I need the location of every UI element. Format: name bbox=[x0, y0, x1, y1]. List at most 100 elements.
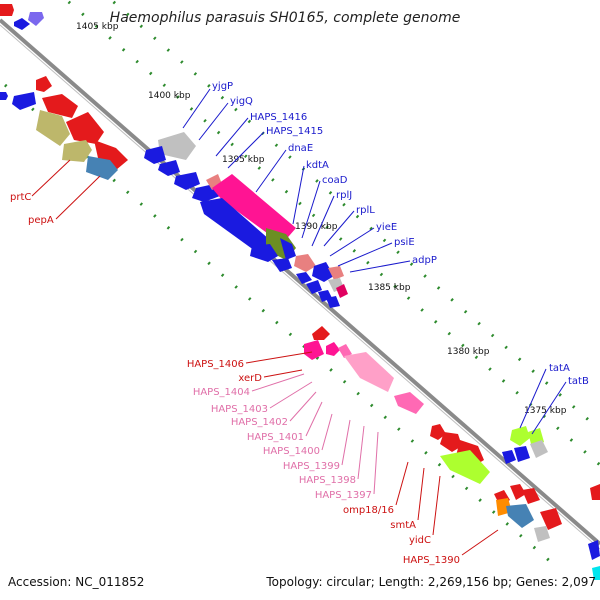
labels-far-right: tatA tatB bbox=[549, 363, 589, 387]
tick-label: 1400 kbp bbox=[148, 91, 191, 101]
gene-arrow bbox=[312, 326, 330, 340]
gene-box bbox=[304, 340, 324, 360]
gene-arrow bbox=[36, 76, 52, 92]
tick-label: 1385 kbp bbox=[368, 283, 411, 293]
gene-box bbox=[62, 140, 92, 162]
labels-lower-pink: HAPS_1404 HAPS_1403 HAPS_1402 HAPS_1401 … bbox=[193, 387, 372, 501]
gene-arrow bbox=[280, 238, 296, 260]
map-title: Haemophilus parasuis SH0165, complete ge… bbox=[110, 10, 461, 26]
gene-label: HAPS_1399 bbox=[283, 461, 340, 472]
gene-label: tatB bbox=[568, 376, 589, 387]
gene-label: xerD bbox=[238, 373, 262, 384]
backbone-outer bbox=[0, 18, 600, 546]
gene-arrow bbox=[312, 262, 334, 282]
gene-label: HAPS_1400 bbox=[263, 446, 320, 457]
gene-label: HAPS_1403 bbox=[211, 404, 268, 415]
gene-arrow bbox=[94, 140, 128, 170]
gene-box bbox=[200, 198, 270, 256]
gene-label: adpP bbox=[412, 255, 437, 266]
gene-label: psiE bbox=[394, 237, 415, 248]
gene-arrow bbox=[144, 146, 166, 164]
gene-label: yidC bbox=[409, 535, 431, 546]
kbp-ticks: 1405 kbp 1400 kbp 1395 kbp 1390 kbp 1385… bbox=[76, 22, 567, 416]
tick-label: 1375 kbp bbox=[524, 406, 567, 416]
gene-arrow bbox=[0, 92, 8, 100]
tick-label: 1395 kbp bbox=[222, 155, 265, 165]
gene-arrow bbox=[14, 18, 30, 30]
gene-label: pepA bbox=[28, 215, 54, 226]
gene-box bbox=[294, 254, 316, 272]
gene-label: HAPS_1402 bbox=[231, 417, 288, 428]
genome-summary-text: Topology: circular; Length: 2,269,156 bp… bbox=[265, 575, 596, 589]
gene-box bbox=[592, 566, 600, 580]
gene-box bbox=[506, 504, 534, 528]
gene-arrow bbox=[588, 540, 600, 560]
gene-box bbox=[36, 110, 70, 146]
gene-arrow bbox=[158, 160, 180, 176]
leaders-lower-red bbox=[245, 351, 499, 556]
gene-arrow bbox=[272, 258, 292, 272]
gene-arrow bbox=[540, 508, 562, 530]
gene-box bbox=[86, 156, 118, 180]
gene-label: prtC bbox=[10, 192, 31, 203]
gene-box bbox=[326, 342, 340, 356]
gene-box bbox=[510, 426, 530, 446]
gene-label: kdtA bbox=[306, 160, 329, 171]
gene-label: coaD bbox=[322, 175, 348, 186]
gene-arrow bbox=[66, 112, 104, 144]
gene-box bbox=[440, 450, 490, 484]
gene-arrow bbox=[440, 432, 462, 452]
tick-label: 1405 kbp bbox=[76, 22, 119, 32]
gene-cluster-top-left bbox=[0, 4, 128, 180]
gene-cluster-mid-upper bbox=[144, 132, 348, 308]
gene-label: yjgP bbox=[212, 81, 233, 92]
tick-tracks bbox=[4, 0, 600, 572]
gene-label: HAPS_1397 bbox=[315, 490, 372, 501]
gene-label: yieE bbox=[376, 222, 397, 233]
gene-arrow bbox=[0, 4, 14, 16]
backbone-inner bbox=[0, 24, 600, 550]
gene-arrow bbox=[174, 172, 200, 190]
labels-lower-bottom: omp18/16 smtA yidC HAPS_1390 bbox=[343, 505, 460, 566]
gene-box bbox=[336, 284, 348, 298]
gene-label: HAPS_1415 bbox=[266, 126, 323, 137]
accession-text: Accession: NC_011852 bbox=[8, 575, 144, 589]
gene-label: omp18/16 bbox=[343, 505, 394, 516]
gene-label: HAPS_1406 bbox=[187, 359, 244, 370]
gene-cluster-right bbox=[494, 426, 600, 580]
gene-label: HAPS_1398 bbox=[299, 475, 356, 486]
gene-label: rplJ bbox=[336, 190, 352, 201]
gene-cluster-mid-lower bbox=[304, 326, 490, 484]
leaders-lower-pink bbox=[251, 373, 379, 495]
leaders-upper-left bbox=[31, 159, 101, 220]
gene-label: dnaE bbox=[288, 143, 313, 154]
gene-box bbox=[530, 440, 548, 458]
labels-lower-red: HAPS_1406 xerD bbox=[187, 359, 262, 384]
gene-arrow bbox=[522, 488, 540, 504]
gene-arrow bbox=[394, 392, 424, 414]
leaders-upper-right bbox=[182, 88, 411, 273]
gene-arrow bbox=[296, 272, 312, 284]
gene-label: rplL bbox=[356, 205, 375, 216]
gene-label: HAPS_1416 bbox=[250, 112, 307, 123]
gene-arrow bbox=[510, 484, 526, 500]
gene-arrow bbox=[502, 450, 516, 464]
gene-arrow bbox=[338, 344, 352, 358]
gene-arrow bbox=[430, 424, 446, 440]
leaders-far-right bbox=[519, 368, 567, 435]
gene-arrow bbox=[250, 244, 278, 262]
gene-label: HAPS_1404 bbox=[193, 387, 250, 398]
gene-arrow bbox=[12, 92, 36, 110]
gene-arrow bbox=[590, 484, 600, 500]
gene-label: tatA bbox=[549, 363, 570, 374]
tick-label: 1380 kbp bbox=[447, 347, 490, 357]
tick-label: 1390 kbp bbox=[295, 222, 338, 232]
gene-box bbox=[344, 352, 394, 392]
gene-box bbox=[212, 174, 296, 244]
gene-arrow bbox=[306, 280, 322, 294]
gene-label: yigQ bbox=[230, 96, 253, 107]
gene-arrow bbox=[326, 296, 340, 308]
gene-box bbox=[534, 526, 550, 542]
labels-upper-left: prtC pepA bbox=[10, 192, 54, 226]
